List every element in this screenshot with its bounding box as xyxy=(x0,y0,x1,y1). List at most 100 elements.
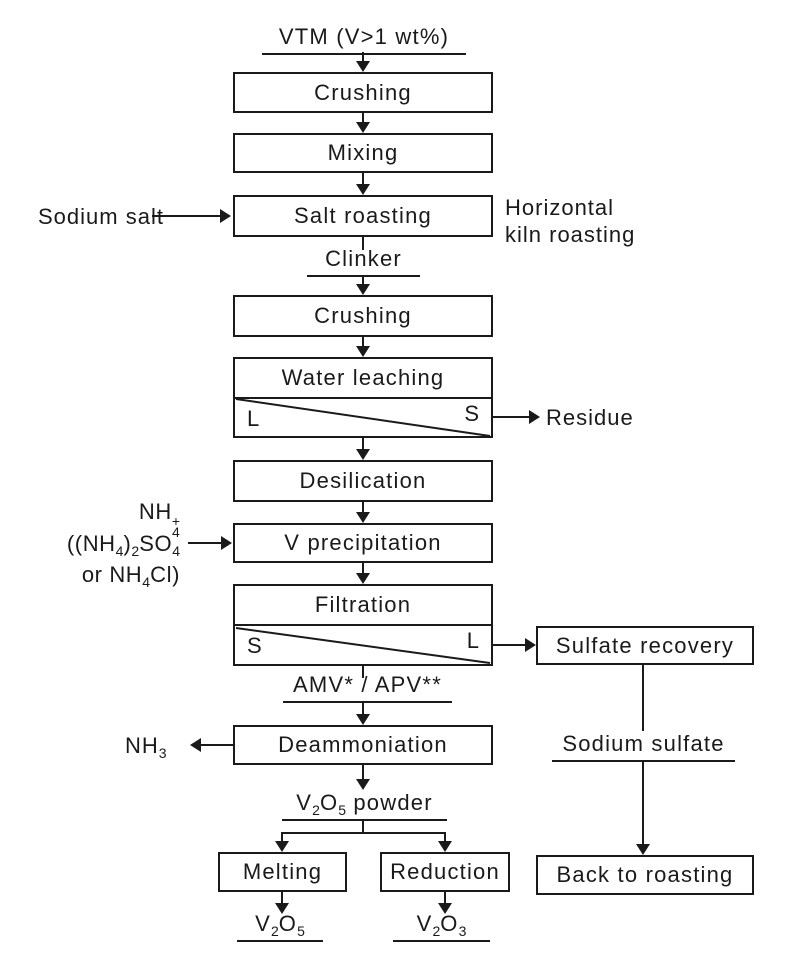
nh3-base: NH xyxy=(125,733,159,758)
amm-sulfate-t5: 4 xyxy=(172,542,180,559)
node-water-leaching-label: Water leaching xyxy=(281,365,445,390)
arrow-v-precipitation-to-filtration xyxy=(356,563,370,584)
node-water-leaching-title: Water leaching xyxy=(235,359,491,399)
label-nh4-ion: NH+4 xyxy=(24,496,180,539)
node-reduction-label: Reduction xyxy=(390,859,500,884)
v2o5-powder-symbol: V xyxy=(296,790,313,815)
arrow-clinker-to-crushing2 xyxy=(356,275,370,295)
nh4-subscript: 4 xyxy=(172,524,180,540)
label-v2o3-product: V2O3 xyxy=(393,911,490,942)
v2o3-symbol2: O xyxy=(440,911,459,936)
label-nh3-offgas: NH3 xyxy=(125,733,167,761)
filtration-separator-diagonal xyxy=(235,627,491,664)
label-v2o5-powder: V2O5 powder xyxy=(282,790,447,821)
node-desilication-label: Desilication xyxy=(299,468,427,493)
label-amv-apv: AMV* / APV** xyxy=(283,672,452,703)
nh4-superscript: + xyxy=(171,513,180,529)
node-filtration-label: Filtration xyxy=(314,592,412,617)
arrow-desilication-to-v-precipitation xyxy=(356,502,370,523)
amm-sulfate-t3: 2 xyxy=(131,542,140,559)
arrow-mixing-to-salt-roasting xyxy=(356,173,370,195)
label-residue-text: Residue xyxy=(546,405,634,430)
amm-chloride-t2: Cl) xyxy=(150,562,180,587)
nh4-stack: +4 xyxy=(171,513,180,540)
v2o5-powder-symbol2: O xyxy=(319,790,339,815)
node-sulfate-recovery-label: Sulfate recovery xyxy=(555,632,735,658)
node-filtration: Filtration S L xyxy=(233,584,493,666)
arrow-leaching-to-residue xyxy=(493,410,540,424)
node-crushing-2: Crushing xyxy=(233,295,493,337)
label-horizontal-kiln: Horizontal kiln roasting xyxy=(505,194,635,248)
arrow-crushing2-to-water-leaching xyxy=(356,337,370,357)
label-ammonium-sulfate: ((NH4)2SO4 xyxy=(24,528,180,560)
water-leaching-liquid-label: L xyxy=(247,406,260,431)
v2o3-sub2: 3 xyxy=(458,923,467,939)
arrow-ammonium-input xyxy=(188,536,232,550)
label-vtm-feed-text: VTM (V>1 wt%) xyxy=(278,24,450,49)
amm-chloride-t0: or NH xyxy=(81,562,143,587)
node-v-precipitation: V precipitation xyxy=(233,523,493,563)
amm-sulfate-t4: SO xyxy=(139,530,173,556)
amm-sulfate-t0: ((NH xyxy=(66,530,116,556)
arrow-vtm-to-crushing xyxy=(356,52,370,72)
v2o5-sub2: 5 xyxy=(297,923,305,939)
arrow-deammoniation-to-nh3 xyxy=(190,738,233,752)
node-sulfate-recovery: Sulfate recovery xyxy=(536,626,754,665)
water-leaching-solid-label: S xyxy=(464,401,479,426)
v2o3-sub1: 2 xyxy=(432,923,441,939)
v2o3-symbol: V xyxy=(416,911,433,936)
label-sodium-salt-text: Sodium salt xyxy=(38,204,164,229)
node-salt-roasting: Salt roasting xyxy=(233,195,493,237)
label-sodium-sulfate-text: Sodium sulfate xyxy=(562,731,725,756)
water-leaching-separator-diagonal xyxy=(235,398,491,437)
node-melting-label: Melting xyxy=(242,859,323,884)
label-sodium-sulfate: Sodium sulfate xyxy=(552,731,735,762)
node-water-leaching-split: L S xyxy=(235,399,491,436)
branch-powder-split xyxy=(275,819,452,852)
arrow-sodium-sulfate-to-back xyxy=(636,760,650,855)
node-deammoniation-label: Deammoniation xyxy=(278,732,448,757)
node-filtration-split: S L xyxy=(235,626,491,664)
v2o5-sub1: 2 xyxy=(270,923,279,939)
node-water-leaching: Water leaching L S xyxy=(233,357,493,438)
node-back-to-roasting-label: Back to roasting xyxy=(556,862,734,887)
node-mixing-label: Mixing xyxy=(327,140,399,165)
amm-chloride-t1: 4 xyxy=(142,574,151,590)
arrow-water-leaching-to-desilication xyxy=(356,438,370,460)
arrow-deammoniation-to-powder xyxy=(356,765,370,790)
arrow-sodium-salt-input xyxy=(152,209,231,223)
arrow-amv-to-deammoniation xyxy=(356,701,370,725)
filtration-liquid-label: L xyxy=(466,628,479,653)
label-amv-apv-text: AMV* / APV** xyxy=(293,672,442,697)
node-desilication: Desilication xyxy=(233,460,493,502)
nh3-subscript: 3 xyxy=(158,745,167,761)
arrow-reduction-to-v2o3 xyxy=(438,892,452,914)
label-vtm-feed: VTM (V>1 wt%) xyxy=(262,24,466,55)
label-clinker: Clinker xyxy=(307,246,420,277)
node-filtration-title: Filtration xyxy=(235,586,491,626)
node-back-to-roasting: Back to roasting xyxy=(536,855,754,895)
v2o5-symbol: V xyxy=(255,911,271,936)
amm-sulfate-t2: ) xyxy=(123,530,132,556)
node-crushing-2-label: Crushing xyxy=(314,303,412,328)
node-salt-roasting-label: Salt roasting xyxy=(294,203,432,228)
label-horizontal-kiln-line1: Horizontal xyxy=(505,195,615,220)
label-residue: Residue xyxy=(546,405,634,430)
node-reduction: Reduction xyxy=(380,852,510,892)
node-v-precipitation-label: V precipitation xyxy=(284,530,442,555)
label-ammonium-chloride: or NH4Cl) xyxy=(24,559,180,591)
amm-sulfate-t1: 4 xyxy=(115,542,124,559)
label-ammonium-reagents: NH+4 ((NH4)2SO4 or NH4Cl) xyxy=(24,496,180,591)
v2o5-symbol2: O xyxy=(278,911,298,936)
filtration-solid-label: S xyxy=(247,633,262,658)
label-v2o5-product: V2O5 xyxy=(237,911,323,942)
node-melting: Melting xyxy=(218,852,347,892)
label-sodium-salt-input: Sodium salt xyxy=(38,204,164,229)
node-mixing: Mixing xyxy=(233,133,493,173)
arrow-filtration-to-sulfate-recovery xyxy=(493,638,536,652)
nh4-base: NH xyxy=(138,499,172,524)
v2o5-powder-sub2: 5 xyxy=(338,802,347,818)
node-crushing-1-label: Crushing xyxy=(314,79,412,105)
